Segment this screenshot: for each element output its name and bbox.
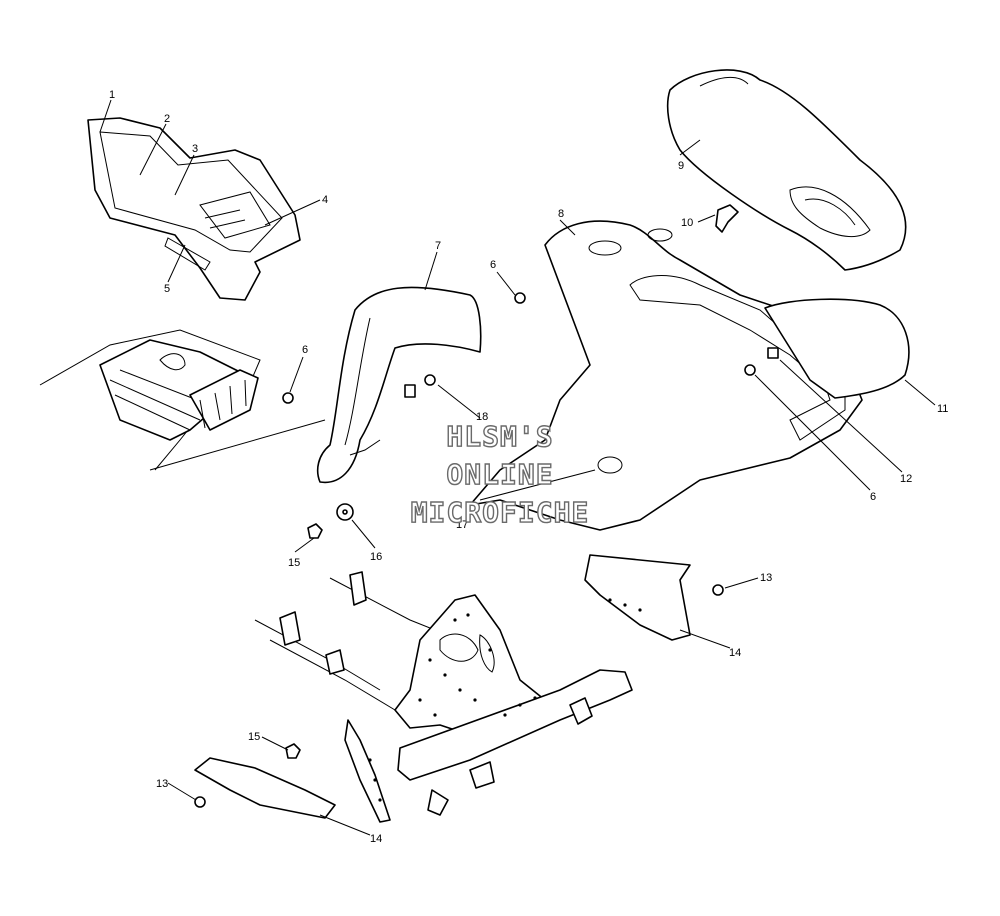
leader-lines: [99, 99, 936, 836]
callout-13-left: 13: [156, 778, 168, 790]
seat-latch-clip: [715, 204, 739, 233]
callout-11: 11: [937, 403, 948, 415]
fender-flap: [316, 286, 482, 484]
callout-6-left: 6: [302, 344, 308, 356]
callout-17: 17: [456, 519, 468, 531]
callout-14-right: 14: [729, 647, 741, 659]
front-fender: [469, 220, 863, 531]
watermark-line-2: ONLINE: [446, 458, 553, 491]
callout-2: 2: [164, 113, 170, 125]
callout-14-left: 14: [370, 833, 382, 845]
heat-shields: [194, 554, 691, 819]
watermark: HLSM'S ONLINE MICROFICHE: [410, 419, 590, 529]
callout-8: 8: [558, 208, 564, 220]
callout-15-upper: 15: [288, 557, 300, 569]
callout-9: 9: [678, 160, 684, 172]
callout-13-right: 13: [760, 572, 772, 584]
rear-cover: [764, 298, 910, 399]
callout-1: 1: [109, 89, 115, 101]
seat: [666, 69, 907, 271]
callout-labels: 1 2 3 4 5 6 6 6 7 8 9 10 11 12 13 13 14 …: [109, 89, 948, 845]
callout-6-right: 6: [870, 491, 876, 503]
footwell-panel-assembly: [87, 117, 301, 301]
callout-15-lower: 15: [248, 731, 260, 743]
frame: [254, 571, 642, 823]
callout-16: 16: [370, 551, 382, 563]
callout-12: 12: [900, 473, 912, 485]
callout-7: 7: [435, 240, 441, 252]
callout-3: 3: [192, 143, 198, 155]
callout-5: 5: [164, 283, 170, 295]
callout-10: 10: [681, 217, 693, 229]
retainer-clip: [767, 347, 779, 359]
callout-4: 4: [322, 194, 328, 206]
fasteners: [194, 292, 756, 808]
callout-18: 18: [476, 411, 488, 423]
callout-6-upper: 6: [490, 259, 496, 271]
watermark-line-1: HLSM'S: [446, 420, 553, 453]
footrest-grille: [39, 329, 326, 471]
watermark-line-3: MICROFICHE: [411, 496, 590, 529]
